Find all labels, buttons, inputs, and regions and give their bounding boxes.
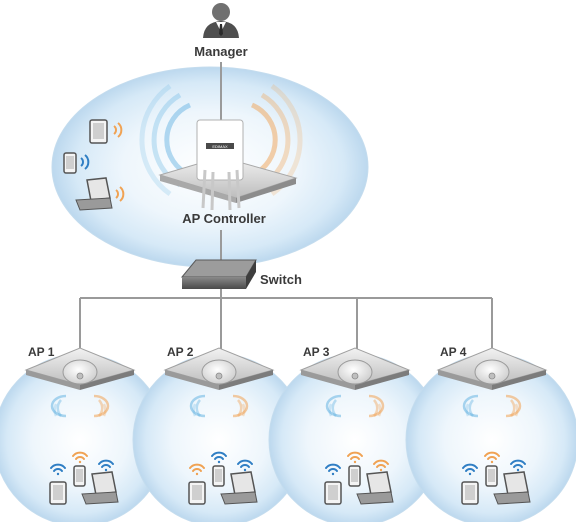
access-point-2: AP 2 bbox=[163, 345, 275, 505]
ap-label: AP 3 bbox=[303, 345, 330, 359]
ap-controller-device: EDIMAX bbox=[158, 119, 298, 211]
ap-signal-waves bbox=[325, 394, 385, 418]
ceiling-access-point-icon bbox=[24, 347, 136, 390]
wifi-icon bbox=[72, 451, 88, 464]
access-point-3: AP 3 bbox=[299, 345, 411, 505]
controller-laptop-icon bbox=[75, 177, 113, 211]
laptop-icon bbox=[220, 471, 258, 505]
phone-icon bbox=[212, 465, 225, 487]
tablet-icon bbox=[461, 481, 479, 505]
phone-icon bbox=[485, 465, 498, 487]
wifi-icon bbox=[462, 463, 478, 476]
wifi-icon bbox=[510, 459, 526, 472]
ap-controller-label: AP Controller bbox=[182, 211, 266, 226]
ceiling-access-point-icon bbox=[163, 347, 275, 390]
tablet-icon bbox=[188, 481, 206, 505]
access-point-4: AP 4 bbox=[436, 345, 548, 505]
wifi-icon bbox=[50, 463, 66, 476]
wifi-icon bbox=[325, 463, 341, 476]
wifi-icon bbox=[347, 451, 363, 464]
phone-icon bbox=[348, 465, 361, 487]
ap-label: AP 1 bbox=[28, 345, 55, 359]
ceiling-access-point-icon bbox=[299, 347, 411, 390]
switch-label: Switch bbox=[260, 272, 302, 287]
wifi-icon bbox=[484, 451, 500, 464]
tablet-icon bbox=[49, 481, 67, 505]
ap-signal-waves bbox=[50, 394, 110, 418]
ap-label: AP 4 bbox=[440, 345, 467, 359]
controller-phone-wifi-icon bbox=[80, 154, 90, 170]
controller-phone-icon bbox=[63, 152, 77, 174]
ceiling-access-point-icon bbox=[436, 347, 548, 390]
controller-tablet-wifi-icon bbox=[113, 122, 123, 138]
access-point-1: AP 1 bbox=[24, 345, 136, 505]
phone-icon bbox=[73, 465, 86, 487]
ap-signal-waves bbox=[189, 394, 249, 418]
wifi-icon bbox=[98, 459, 114, 472]
laptop-icon bbox=[493, 471, 531, 505]
manager-label: Manager bbox=[194, 44, 247, 59]
laptop-icon bbox=[356, 471, 394, 505]
controller-tablet-icon bbox=[89, 119, 108, 144]
wifi-icon bbox=[189, 463, 205, 476]
laptop-icon bbox=[81, 471, 119, 505]
wifi-icon bbox=[373, 459, 389, 472]
controller-laptop-wifi-icon bbox=[115, 186, 125, 202]
network-cables bbox=[79, 62, 493, 352]
controller-brand-text: EDIMAX bbox=[212, 144, 228, 149]
wifi-icon bbox=[211, 451, 227, 464]
network-switch-icon bbox=[180, 259, 257, 289]
ap-label: AP 2 bbox=[167, 345, 194, 359]
wifi-icon bbox=[237, 459, 253, 472]
manager-person-icon bbox=[203, 3, 239, 38]
tablet-icon bbox=[324, 481, 342, 505]
ap-signal-waves bbox=[462, 394, 522, 418]
